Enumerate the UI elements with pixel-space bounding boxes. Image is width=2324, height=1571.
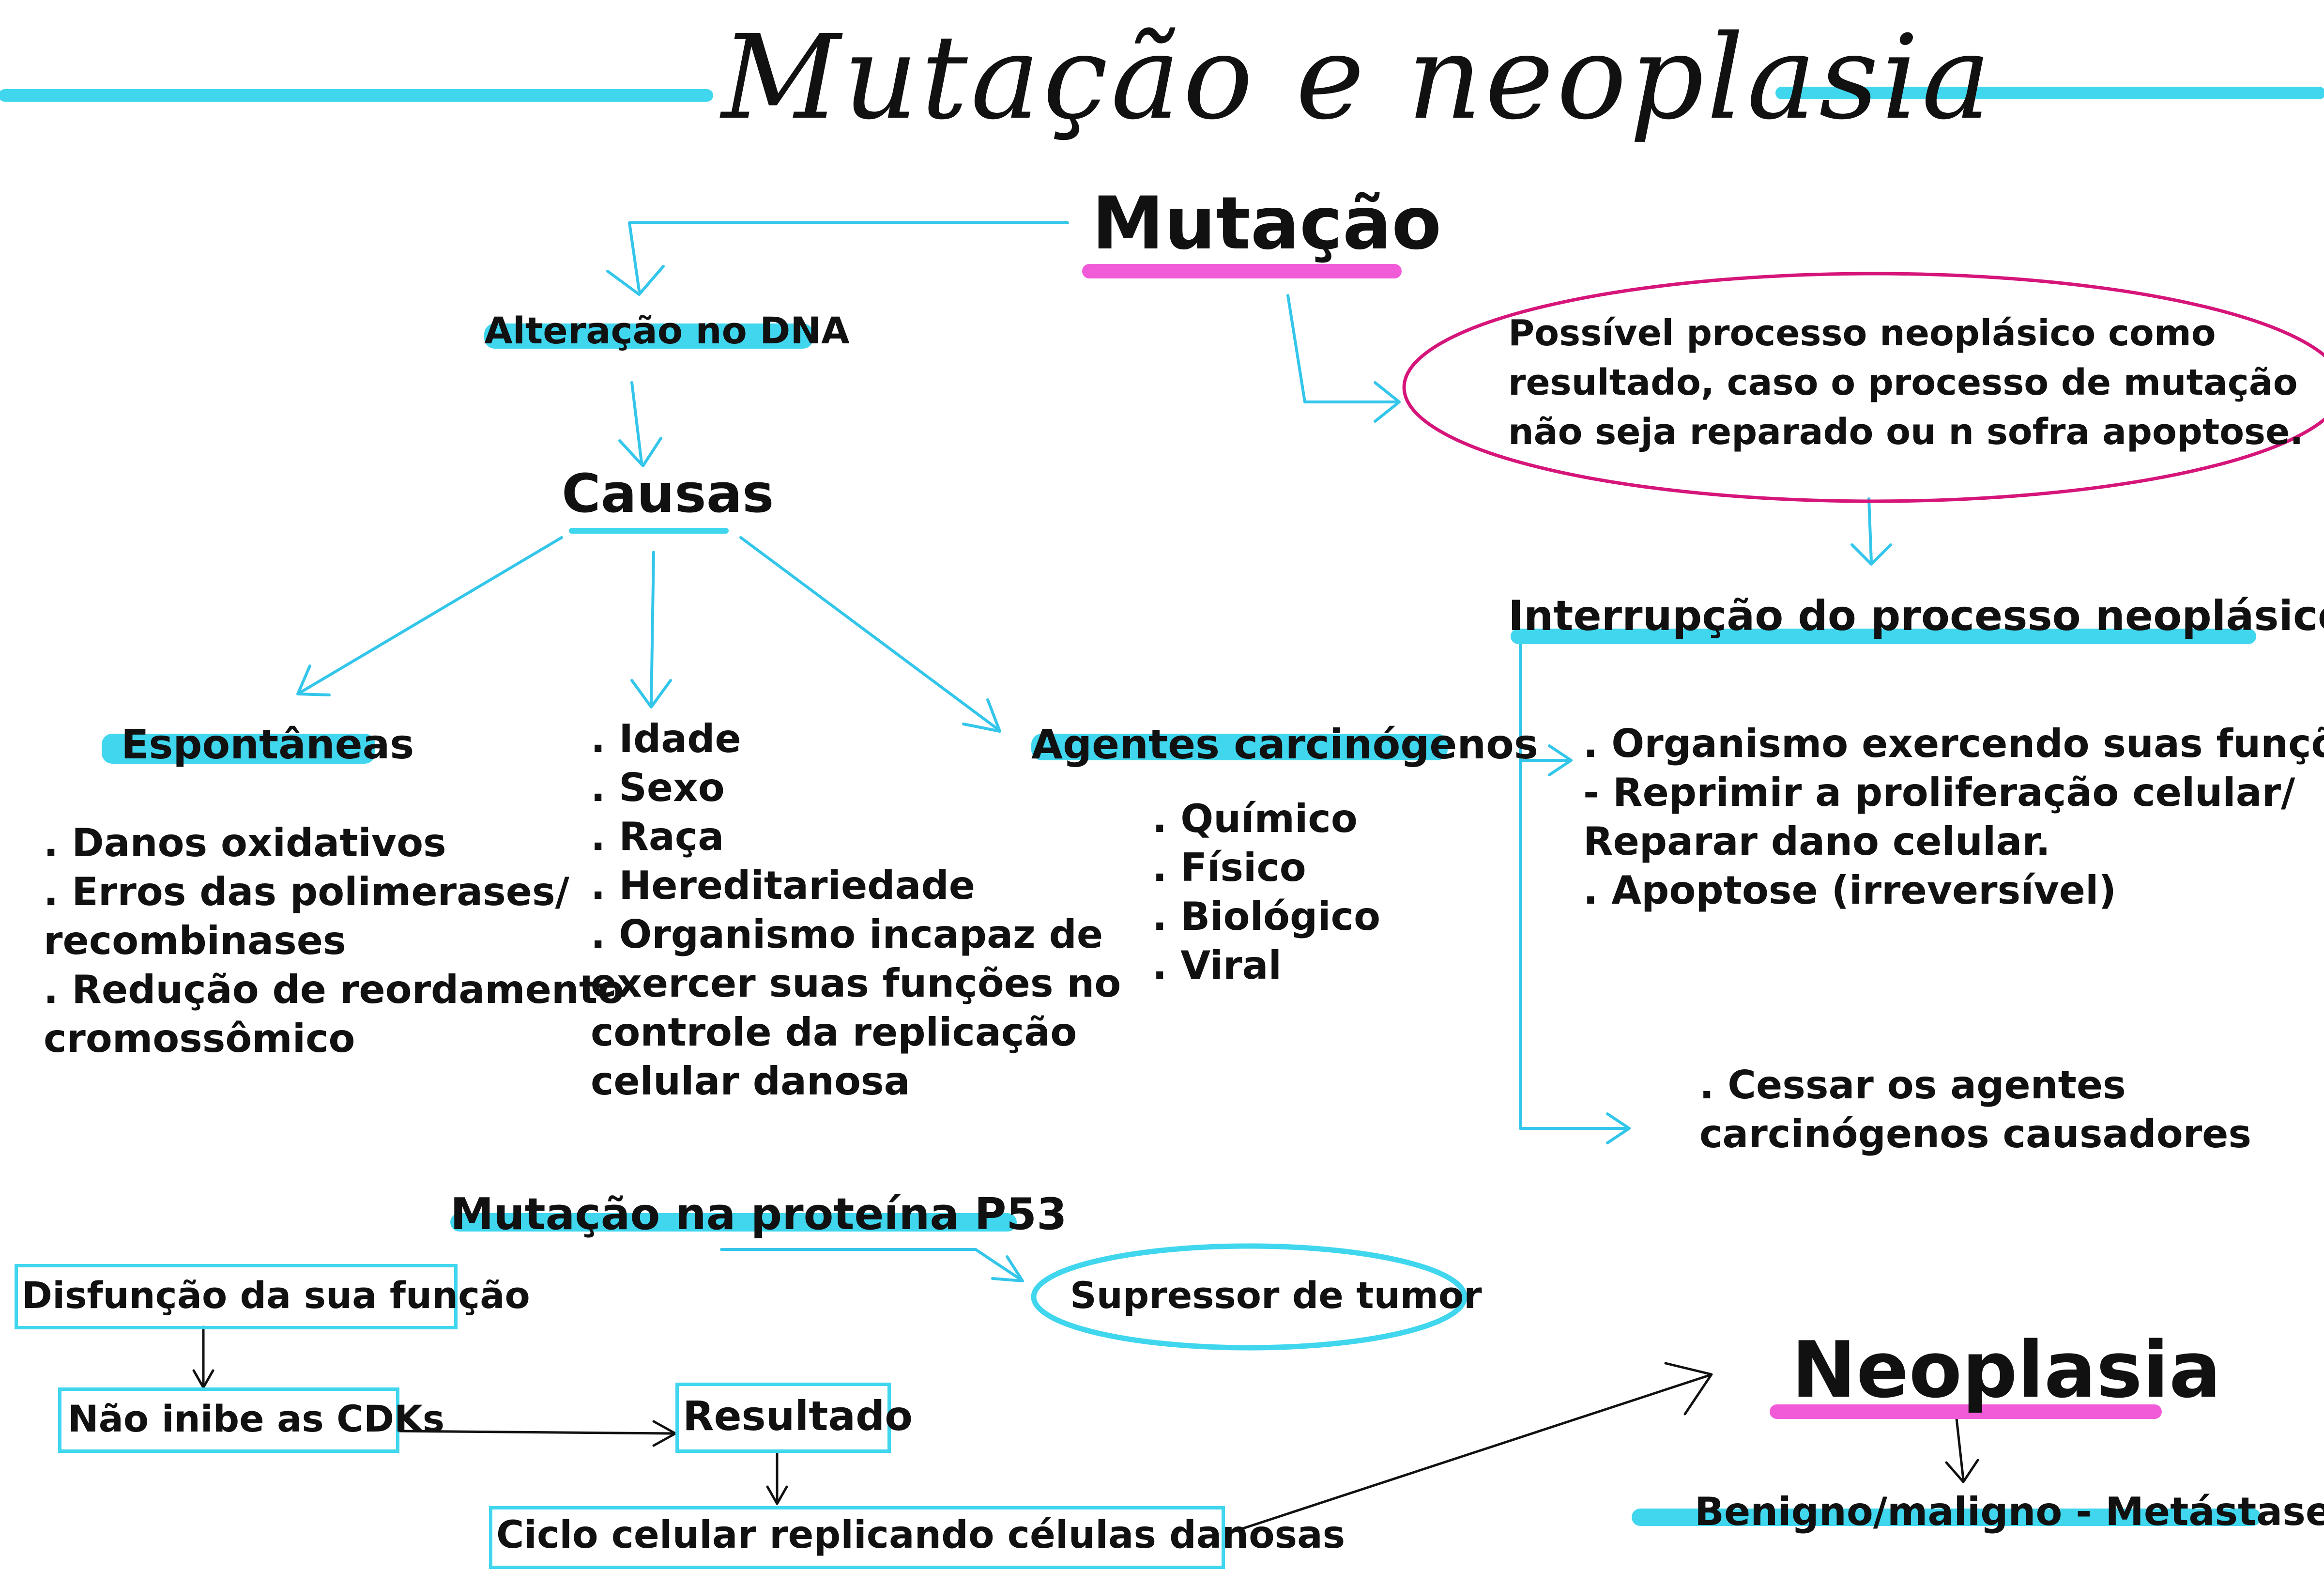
arrow-ciclo-neoplasia (1228, 1374, 1711, 1534)
naoinibe-label: Não inibe as CDKs (68, 1397, 445, 1440)
list-item: celular danosa (591, 1059, 910, 1104)
espontaneas-list: . Danos oxidativos . Erros das polimeras… (44, 818, 624, 1063)
agentes-label: Agentes carcinógenos (1031, 721, 1538, 768)
arrow-mutacao-possivel (1286, 294, 1398, 403)
list-item: . Químico (1152, 796, 1358, 841)
neoplasia-heading: Neoplasia (1791, 1325, 2221, 1415)
disfuncao-box (15, 1264, 458, 1329)
list-item: recombinases (44, 918, 346, 963)
text-line: Possível processo neoplásico como (1508, 312, 2216, 354)
sub-highlight (1632, 1509, 2261, 1526)
interrupcao-cessar: . Cessar os agentes carcinógenos causado… (1699, 1061, 2251, 1158)
alteracao-label: Alteração no DNA (484, 309, 850, 352)
arrow-interrupcao-branches (1519, 643, 1631, 1130)
page-title: Mutação e neoplasia (721, 10, 1994, 145)
resultado-box (675, 1383, 891, 1453)
arrow-neoplasia-sub (1955, 1413, 1965, 1481)
causas-underline (569, 528, 729, 534)
ciclo-label: Ciclo celular replicando células danosas (496, 1513, 1345, 1557)
list-item: . Erros das polimerases/ (44, 869, 569, 914)
mutacao-heading: Mutação (1092, 182, 1442, 266)
disfuncao-label: Disfunção da sua função (22, 1274, 530, 1317)
list-item: . Raça (591, 814, 724, 859)
list-item: . Viral (1152, 943, 1282, 988)
arrow-causas-agentes (739, 536, 999, 730)
possivel-ellipse (1402, 272, 2324, 503)
agentes-list: . Químico . Físico . Biológico . Viral (1152, 794, 1380, 990)
text-line: carcinógenos causadores (1699, 1111, 2252, 1156)
list-item: . Redução de reordamento (44, 967, 625, 1012)
p53-label: Mutação na proteína P53 (450, 1189, 1067, 1240)
agentes-highlight (1031, 734, 1448, 760)
resultado-label: Resultado (683, 1392, 913, 1440)
text-line: - Reprimir a proliferação celular/ (1583, 770, 2295, 815)
list-item: . Danos oxidativos (44, 820, 446, 865)
supressor-ellipse (1031, 1243, 1468, 1351)
list-item: . Organismo incapaz de (591, 912, 1103, 957)
mutacao-underline (1082, 264, 1402, 278)
neoplasia-sub: Benigno/maligno - Metástase (1695, 1489, 2324, 1534)
alteracao-highlight (484, 323, 813, 349)
list-item: cromossômico (44, 1016, 355, 1061)
list-item: . Idade (591, 716, 741, 761)
fatores-list: . Idade . Sexo . Raça . Hereditariedade … (591, 714, 1121, 1106)
possivel-text: Possível processo neoplásico como result… (1508, 308, 2303, 457)
arrow-mutacao-alteracao (628, 221, 1069, 292)
text-line: . Apoptose (irreversível) (1583, 868, 2117, 913)
arrow-causas-espontaneas (299, 536, 563, 694)
ciclo-box (489, 1506, 1225, 1569)
arrow-p53-supressor (720, 1248, 1021, 1280)
arrow-alteracao-causas (630, 381, 643, 464)
neoplasia-underline (1770, 1404, 2162, 1419)
interrupcao-label: Interrupção do processo neoplásico (1508, 592, 2324, 640)
text-line: resultado, caso o processo de mutação (1508, 362, 2298, 403)
list-item: . Físico (1152, 845, 1306, 890)
text-line: Reparar dano celular. (1583, 819, 2050, 864)
espontaneas-label: Espontâneas (121, 721, 414, 768)
interrupcao-organismo: . Organismo exercendo suas funções: - Re… (1583, 719, 2324, 915)
arrow-naoinibe-resultado (398, 1430, 674, 1435)
espontaneas-highlight (102, 734, 375, 764)
list-item: . Hereditariedade (591, 863, 975, 908)
text-line: . Cessar os agentes (1699, 1063, 2126, 1108)
supressor-label: Supressor de tumor (1070, 1274, 1482, 1317)
list-item: . Sexo (591, 765, 725, 810)
causas-label: Causas (562, 462, 774, 524)
arrow-causas-fatores (650, 551, 655, 706)
list-item: . Biológico (1152, 894, 1381, 939)
text-line: . Organismo exercendo suas funções: (1583, 721, 2324, 766)
arrow-possivel-interrupcao (1867, 497, 1873, 563)
text-line: não seja reparado ou n sofra apoptose. (1508, 411, 2304, 453)
list-item: exercer suas funções no (591, 961, 1121, 1006)
p53-highlight (450, 1213, 1017, 1232)
naoinibe-box (58, 1387, 399, 1453)
list-item: controle da replicação (591, 1010, 1077, 1055)
interrupcao-highlight (1511, 629, 2256, 644)
